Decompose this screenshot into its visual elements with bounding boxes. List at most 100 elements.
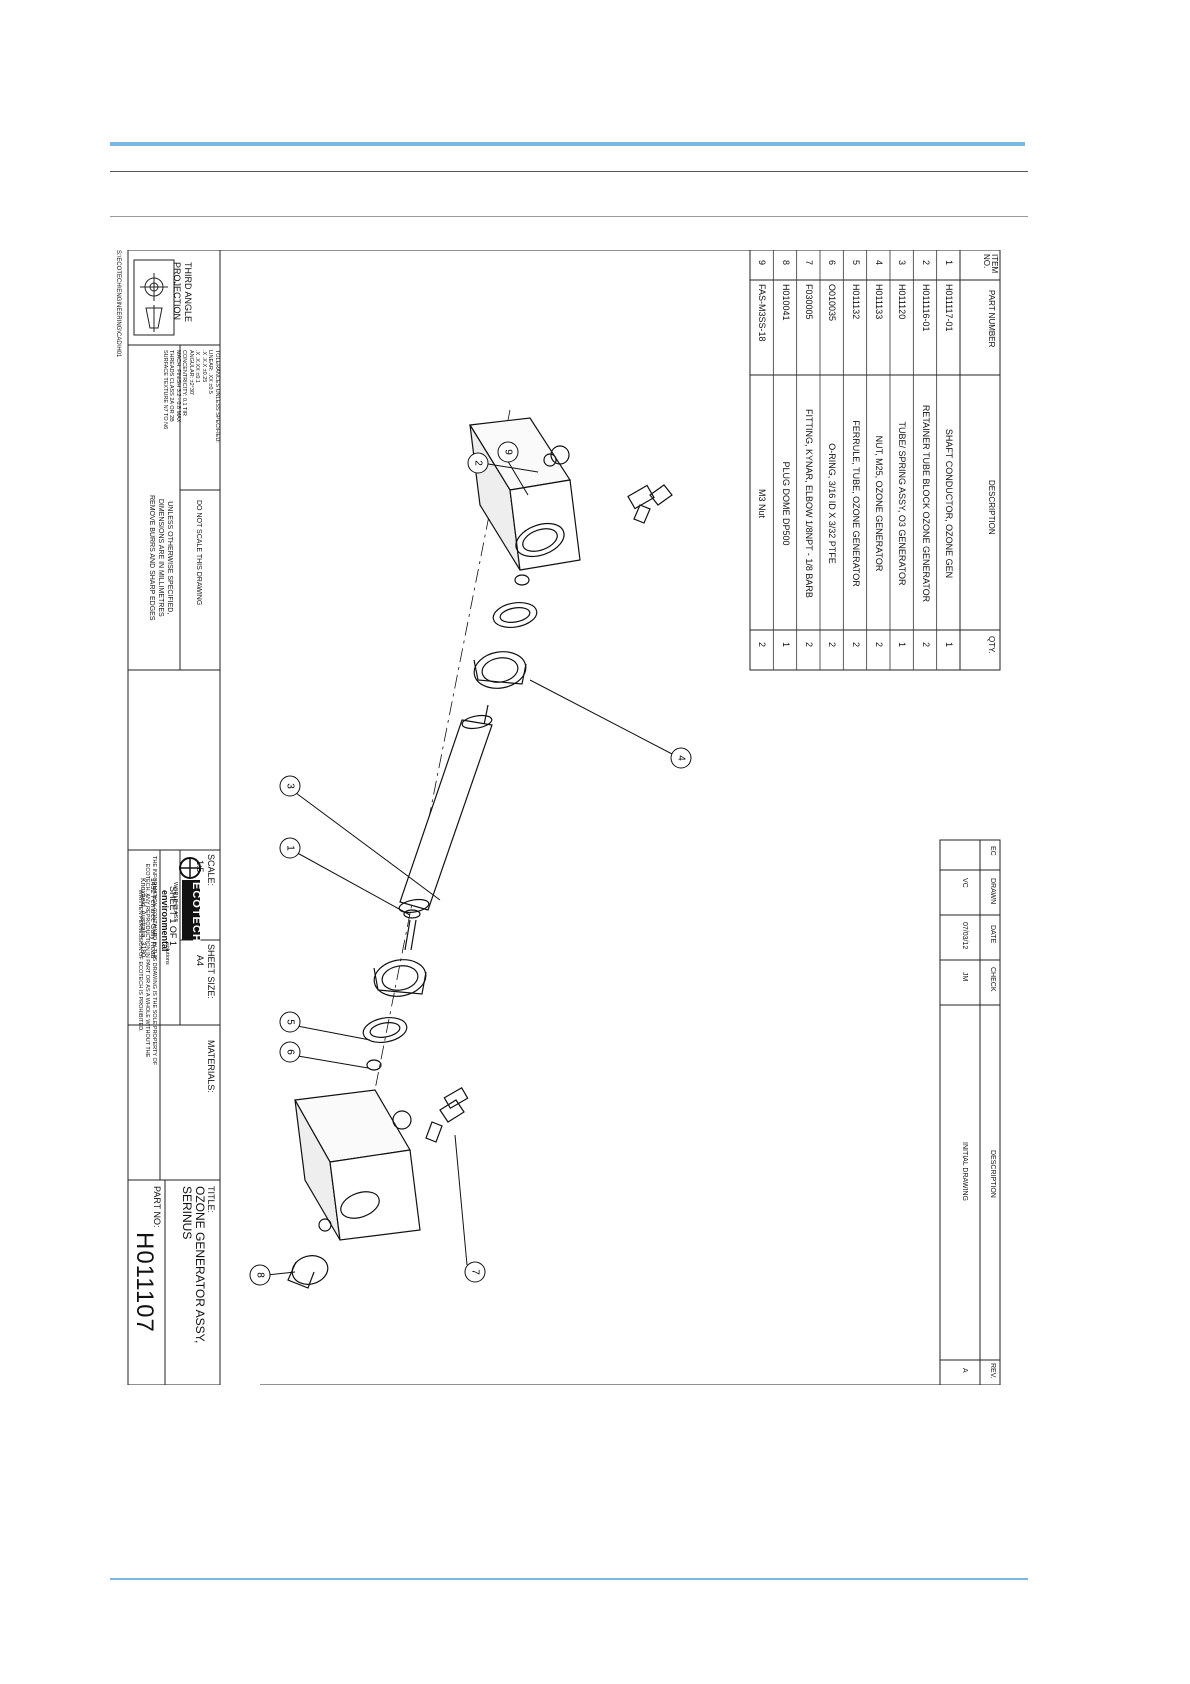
balloon: 8 (249, 1264, 271, 1286)
drawing-title-line-2: SERINUS (180, 1186, 194, 1240)
balloon: 9 (497, 441, 519, 463)
balloon: 2 (467, 452, 489, 474)
general-notes: UNLESS OTHERWISE SPECIFIED, DIMENSIONS A… (147, 495, 174, 621)
drawing-frame (127, 250, 1001, 1385)
bom-description: RETAINER TUBE BLOCK OZONE GENERATOR (920, 404, 931, 603)
balloon-number: 6 (285, 1049, 296, 1055)
tolerance-line: CONCENTRICITY: 0.1 TIR (181, 350, 188, 416)
sheet-size-label: SHEET SIZE: (206, 944, 216, 999)
bom-description: FERRULE, TUBE, OZONE GENERATOR (850, 420, 861, 587)
bom-header-qty: QTY. (987, 636, 996, 654)
bom-part-number: H010041 (780, 284, 791, 321)
bom-header-part: PART NUMBER (987, 290, 996, 348)
bom-item-number: 7 (804, 260, 814, 266)
confidential-notice: THE INFORMATION CONTAINED IN THIS DRAWIN… (136, 856, 157, 1065)
bom-description: O-RING, 3/16 ID X 3/32 PTFE (827, 443, 838, 564)
balloon-number: 2 (473, 460, 484, 466)
engineering-drawing: 9 2 4 3 1 5 6 7 8 ITEM NO. PART NUMBER DESCRIPTION… (110, 250, 1010, 1385)
header-rule-thin (110, 216, 1028, 217)
ecotech-logo (179, 857, 201, 940)
bom-item-number: 3 (897, 260, 908, 266)
bom-qty: 2 (827, 642, 838, 648)
rev-header-date: DATE (989, 925, 996, 944)
rev-header-check: CHECK (989, 967, 996, 992)
bom-part-number: H011117-01 (944, 284, 954, 332)
bom-item-number: 5 (850, 260, 861, 266)
confidential-line-2: ECOTECH. ANY REPRODUCTION IN PART OR AS … (144, 863, 150, 1058)
bom-qty: 1 (780, 642, 791, 648)
header-rule (110, 171, 1028, 172)
bom-table-frame (749, 250, 1001, 671)
company-logo-text: ECOTECH (190, 882, 202, 943)
tolerance-line: MACH. FINISH 3.2 - 0.8 MAX (175, 350, 181, 423)
tolerance-line: .X .X.X ±0.25 (201, 350, 207, 383)
bom-part-number: F030005 (804, 284, 814, 320)
bom-item-number: 9 (757, 260, 768, 266)
bom-header-item: ITEM NO. (982, 254, 999, 274)
balloon-leaders (266, 457, 675, 1276)
header-rule-blue (110, 142, 1025, 146)
rev-header-ec: EC (989, 846, 996, 856)
bom-item-number: 6 (827, 260, 838, 266)
balloon: 7 (464, 1261, 486, 1283)
file-path: S:\ECOTECH\ENGINEERING\CAD\H01 (115, 250, 121, 358)
title-label: TITLE: (206, 1186, 216, 1214)
tolerance-line: ANGULAR: ±2°30' (188, 350, 194, 396)
bom-qty: 2 (874, 642, 884, 648)
bom-qty: 2 (804, 642, 814, 648)
rev-letter: A (961, 1368, 968, 1373)
drawing-title: OZONE GENERATOR ASSY, SERINUS (180, 1186, 207, 1344)
note-line-3: REMOVE BURRS AND SHARP EDGES (148, 495, 155, 621)
bom-description: M3 Nut (757, 488, 768, 518)
rev-header-description: DESCRIPTION (989, 1150, 996, 1198)
revision-table-frame (939, 839, 1001, 1385)
bom-qty: 2 (850, 642, 861, 648)
drawing-title-line-1: OZONE GENERATOR ASSY, (193, 1186, 207, 1344)
bom-part-number: O010035 (827, 284, 838, 322)
part-number: H011107 (131, 1232, 158, 1333)
balloon-number: 9 (503, 449, 514, 455)
bom-row-lines (772, 250, 938, 670)
bom-qty: 2 (757, 642, 768, 648)
rev-header-drawn: DRAWN (989, 878, 996, 905)
rev-date: 07/03/12 (961, 922, 968, 950)
part-no-label: PART NO: (152, 1186, 162, 1228)
footer-rule (110, 1578, 1028, 1580)
rev-header-rev: REV. (989, 1363, 996, 1379)
rev-check: JM (961, 972, 968, 982)
note-line-2: DIMENSIONS ARE IN MILLIMETRES (157, 498, 164, 617)
do-not-scale: DO NOT SCALE THIS DRAWING (195, 500, 202, 606)
bom-description: TUBE/ SPRING ASSY, O3 GENERATOR (897, 421, 908, 586)
balloon: 3 (279, 775, 301, 797)
confidential-line-3: WRITTEN PERMISSION OF ECOTECH IS PROHIBI… (137, 889, 143, 1032)
projection-label: THIRD ANGLE PROJECTION (171, 262, 193, 322)
bom-description: PLUG DOME DP500 (780, 461, 791, 546)
balloon: 1 (279, 837, 301, 859)
projection-symbol (133, 259, 175, 336)
balloon-number: 7 (470, 1269, 481, 1275)
bom-description: NUT, M25, OZONE GENERATOR (874, 435, 884, 572)
balloon: 6 (279, 1041, 301, 1063)
bom-qty: 1 (944, 642, 954, 648)
exploded-assembly (287, 409, 673, 1289)
bom-qty: 1 (897, 642, 908, 648)
tolerance-line: .X .X.XX ±0.1 (194, 350, 201, 383)
balloon: 5 (279, 1011, 301, 1033)
sheet-size-value: A4 (195, 955, 205, 967)
projection-line-2: PROJECTION (172, 262, 182, 321)
confidential-line-1: THE INFORMATION CONTAINED IN THIS DRAWIN… (151, 856, 157, 1066)
balloon-number: 1 (285, 845, 296, 851)
tolerance-line: TOLERANCES UNLESS SPECIFIED: (214, 350, 220, 443)
bom-header-desc: DESCRIPTION (987, 480, 996, 535)
bom-item-number: 4 (874, 260, 884, 266)
bom-part-number: H011132 (850, 284, 861, 320)
rev-description: INITIAL DRAWING (961, 1142, 968, 1201)
materials-label: MATERIALS: (206, 1040, 216, 1093)
bom-part-number: FAS-M3SS-18 (757, 284, 768, 342)
balloon-number: 3 (285, 783, 296, 789)
projection-line-1: THIRD ANGLE (183, 262, 193, 323)
tolerance-line: SURFACE TEXTURE N7 TO N6 (162, 350, 168, 430)
tolerance-line: THREADS CLASS 2A OR 2B (168, 350, 175, 422)
rev-drawn: VC (961, 878, 968, 888)
balloon-number: 8 (255, 1272, 266, 1278)
